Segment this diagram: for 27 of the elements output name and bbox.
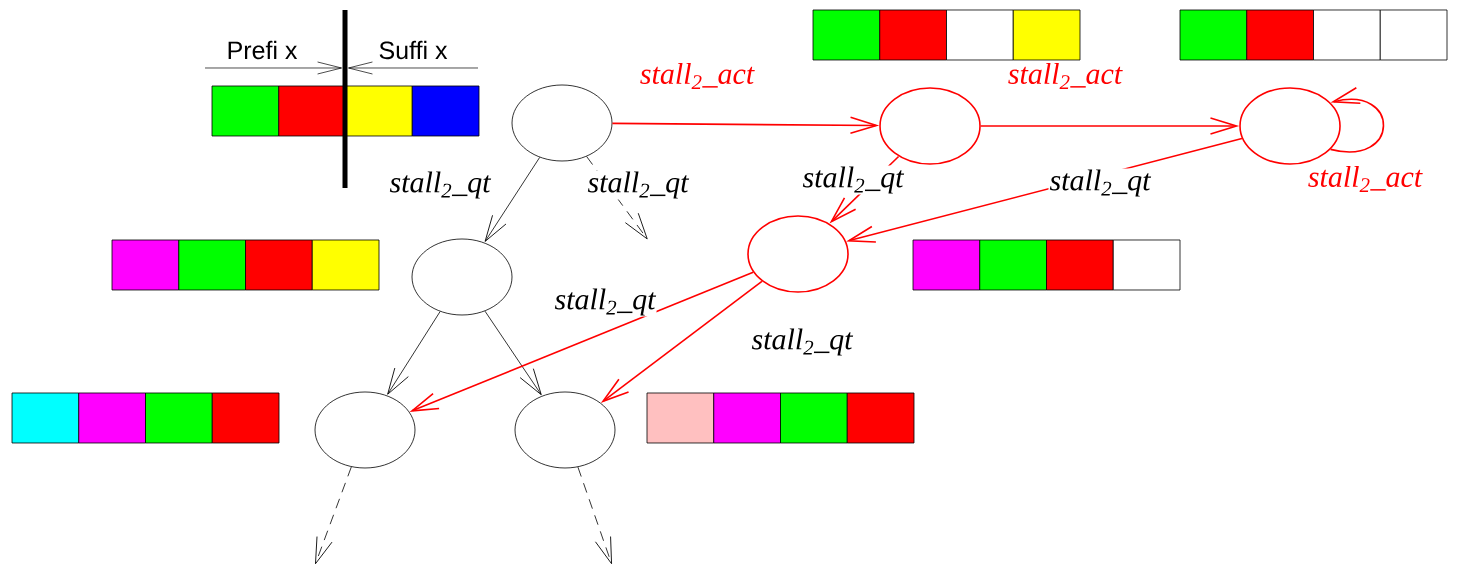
state-ellipse <box>314 391 416 469</box>
edge-label: stall$_{2}$_qt <box>801 165 905 195</box>
state-ellipse <box>1239 87 1341 165</box>
edge-label: stall$_{2}$_qt <box>750 327 854 357</box>
edge-label: stall$_{2}$_act <box>1306 164 1424 194</box>
arrow <box>387 311 441 395</box>
edge-label: stall$_{2}$_qt <box>1048 168 1152 198</box>
edge-label: stall$_{2}$_act <box>1006 61 1124 91</box>
state-ellipse <box>411 238 513 316</box>
arrow <box>577 466 612 565</box>
arrow <box>980 117 1240 135</box>
state-ellipse <box>514 391 616 469</box>
state-ellipse <box>879 87 981 165</box>
dimension-label: Suffi x <box>379 40 448 60</box>
state-ellipse <box>511 84 613 162</box>
edge-label: stall$_{2}$_qt <box>586 170 690 200</box>
edge-label: stall$_{2}$_qt <box>388 170 492 200</box>
dimension-label: Prefi x <box>228 40 298 60</box>
arrow <box>600 280 763 403</box>
arrow <box>484 157 541 242</box>
arrow <box>409 271 754 412</box>
edge-label: stall$_{2}$_act <box>638 61 756 91</box>
edge-label: stall$_{2}$_qt <box>553 287 657 317</box>
state-ellipse <box>747 215 849 293</box>
arrow <box>315 466 352 565</box>
arrow <box>611 116 880 135</box>
arrow <box>484 310 542 396</box>
